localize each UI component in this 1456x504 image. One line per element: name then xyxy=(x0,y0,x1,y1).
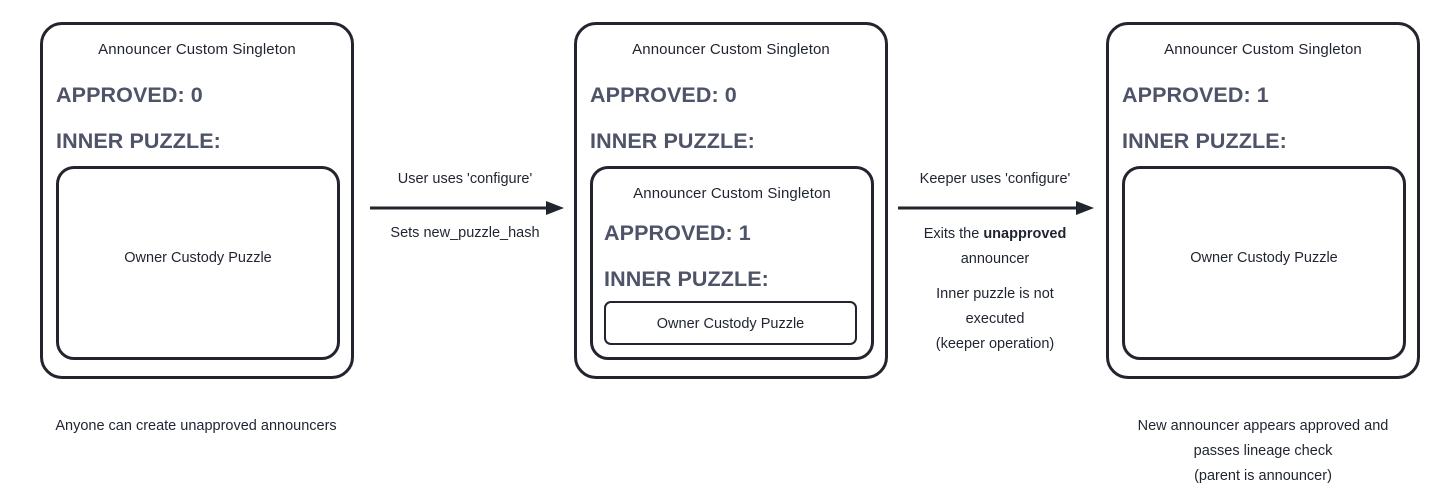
stage-3-inner-puzzle-label: Owner Custody Puzzle xyxy=(1190,250,1338,266)
transition-2-arrow xyxy=(898,200,1096,216)
stage-2-nested-approved-heading: APPROVED: 1 xyxy=(604,221,751,245)
stage-2-nested-inner-puzzle-box: Owner Custody Puzzle xyxy=(604,301,857,345)
transition-2-above-label: Keeper uses 'configure' xyxy=(919,171,1071,187)
stage-3-caption-line-2: passes lineage check xyxy=(1193,443,1333,459)
stage-1-inner-puzzle-heading: INNER PUZZLE: xyxy=(56,129,221,153)
stage-3-caption: New announcer appears approved and passe… xyxy=(1087,414,1439,489)
transition-2-note-inner-line3: (keeper operation) xyxy=(935,336,1055,352)
transition-2-note-inner-puzzle: Inner puzzle is not executed (keeper ope… xyxy=(895,282,1095,357)
stage-1-outer-singleton-box: Announcer Custom Singleton APPROVED: 0 I… xyxy=(40,22,354,379)
transition-2-note-exits-line2: announcer xyxy=(960,251,1030,267)
transition-2-note-exits-bold: unapproved xyxy=(983,226,1067,242)
stage-1-inner-puzzle-box: Owner Custody Puzzle xyxy=(56,166,340,360)
transition-2-note-inner-line2: executed xyxy=(965,311,1025,327)
stage-3-inner-puzzle-box: Owner Custody Puzzle xyxy=(1122,166,1406,360)
stage-3-inner-puzzle-heading: INNER PUZZLE: xyxy=(1122,129,1287,153)
stage-1-singleton-title: Announcer Custom Singleton xyxy=(98,41,296,58)
stage-2-nested-inner-puzzle-label: Owner Custody Puzzle xyxy=(656,316,805,332)
stage-2-outer-singleton-box: Announcer Custom Singleton APPROVED: 0 I… xyxy=(574,22,888,379)
stage-2-inner-puzzle-heading: INNER PUZZLE: xyxy=(590,129,755,153)
stage-2-singleton-title: Announcer Custom Singleton xyxy=(632,41,830,58)
stage-2-nested-singleton-title: Announcer Custom Singleton xyxy=(633,185,831,202)
transition-1-below-label: Sets new_puzzle_hash xyxy=(390,225,540,241)
transition-1-above-label: User uses 'configure' xyxy=(397,171,533,187)
stage-3-outer-singleton-box: Announcer Custom Singleton APPROVED: 1 I… xyxy=(1106,22,1420,379)
stage-3-approved-heading: APPROVED: 1 xyxy=(1122,83,1269,107)
transition-2-note-exits-prefix: Exits the xyxy=(923,226,984,242)
stage-2-nested-inner-puzzle-heading: INNER PUZZLE: xyxy=(604,267,769,291)
stage-2-approved-heading: APPROVED: 0 xyxy=(590,83,737,107)
transition-2-note-inner-line1: Inner puzzle is not xyxy=(936,286,1054,302)
transition-2-note-exits: Exits the unapproved announcer xyxy=(895,222,1095,272)
stage-1-caption: Anyone can create unapproved announcers xyxy=(55,418,337,434)
stage-3-singleton-title: Announcer Custom Singleton xyxy=(1164,41,1362,58)
stage-1-inner-puzzle-label: Owner Custody Puzzle xyxy=(124,250,272,266)
stage-3-caption-line-3: (parent is announcer) xyxy=(1194,468,1332,484)
stage-3-caption-line-1: New announcer appears approved and xyxy=(1137,418,1389,434)
transition-1-arrow xyxy=(370,200,566,216)
stage-1-approved-heading: APPROVED: 0 xyxy=(56,83,203,107)
stage-2-nested-singleton-box: Announcer Custom Singleton APPROVED: 1 I… xyxy=(590,166,874,360)
